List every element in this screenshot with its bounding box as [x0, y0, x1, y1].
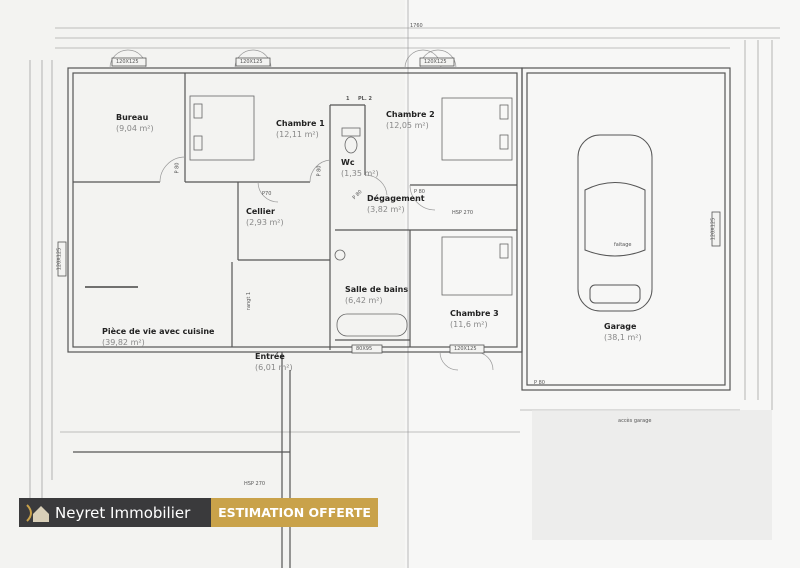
house-logo-icon [26, 503, 49, 522]
window-label: 120X125 [424, 59, 447, 65]
room-piece-de-vie: Pièce de vie avec cuisine (39,82 m²) [102, 326, 214, 348]
room-area: (38,1 m²) [604, 333, 642, 342]
estimation-cta-button[interactable]: ESTIMATION OFFERTE [211, 498, 378, 527]
walls [67, 67, 731, 568]
door-label: P 80 [414, 189, 425, 195]
ceiling-height-label: HSP 270 [244, 481, 266, 487]
bathroom-fixtures [334, 127, 408, 337]
room-area: (6,42 m²) [345, 296, 383, 305]
brand-block[interactable]: Neyret Immobilier [19, 498, 211, 527]
window-label: 120X125 [710, 217, 717, 241]
room-name: Garage [604, 322, 637, 331]
room-name: Pièce de vie avec cuisine [102, 327, 215, 336]
room-name: Wc [341, 158, 355, 167]
storage-label: rangt 1 [246, 291, 253, 311]
room-bureau: Bureau (9,04 m²) [116, 112, 154, 134]
window-label: 120X125 [240, 59, 263, 65]
room-entree: Entrée (6,01 m²) [255, 351, 293, 373]
room-name: Dégagement [367, 194, 425, 203]
car-icon [577, 134, 653, 312]
door-label: P70 [262, 191, 272, 197]
room-name: Chambre 1 [276, 119, 325, 128]
brand-banner[interactable]: Neyret Immobilier ESTIMATION OFFERTE [19, 498, 378, 527]
room-name: Cellier [246, 207, 275, 216]
room-area: (11,6 m²) [450, 320, 488, 329]
windows [57, 57, 721, 354]
room-area: (3,82 m²) [367, 205, 405, 214]
room-wc: Wc (1,35 m²) [341, 157, 379, 179]
room-area: (39,82 m²) [102, 338, 145, 347]
room-area: (9,04 m²) [116, 124, 154, 133]
room-salle-de-bains: Salle de bains (6,42 m²) [345, 284, 408, 306]
door-swings [109, 49, 494, 371]
room-area: (2,93 m²) [246, 218, 284, 227]
room-name: Salle de bains [345, 285, 409, 294]
beds [189, 95, 513, 296]
room-area: (12,11 m²) [276, 130, 319, 139]
cta-label: ESTIMATION OFFERTE [218, 505, 371, 520]
room-name: Bureau [116, 113, 149, 122]
ridge-label: faitage [614, 242, 632, 248]
brand-name: Neyret Immobilier [55, 503, 191, 522]
room-chambre-1: Chambre 1 (12,11 m²) [276, 118, 325, 140]
room-name: Chambre 2 [386, 110, 435, 119]
room-chambre-2: Chambre 2 (12,05 m²) [386, 109, 435, 131]
door-label: P 80 [316, 165, 323, 177]
window-label: 120X125 [116, 59, 139, 65]
room-area: (6,01 m²) [255, 363, 293, 372]
window-label: 120X125 [56, 247, 63, 271]
window-label: 80X95 [356, 346, 373, 352]
ceiling-height-label: HSP 270 [452, 210, 474, 216]
garage-access-label: accès garage [618, 418, 652, 424]
dimension-label: 1760 [410, 23, 423, 29]
room-name: Chambre 3 [450, 309, 499, 318]
window-label: 120X125 [454, 346, 477, 352]
room-garage: Garage (38,1 m²) [604, 321, 642, 343]
room-name: Entrée [255, 352, 285, 361]
door-label: P 80 [174, 162, 181, 174]
room-cellier: Cellier (2,93 m²) [246, 206, 284, 228]
room-chambre-3: Chambre 3 (11,6 m²) [450, 308, 499, 330]
door-label: P 80 [534, 380, 545, 386]
plan-label: PL. 2 [358, 96, 372, 102]
plan-label: 1 [346, 96, 350, 102]
room-area: (12,05 m²) [386, 121, 429, 130]
room-area: (1,35 m²) [341, 169, 379, 178]
room-degagement: Dégagement (3,82 m²) [367, 193, 425, 215]
